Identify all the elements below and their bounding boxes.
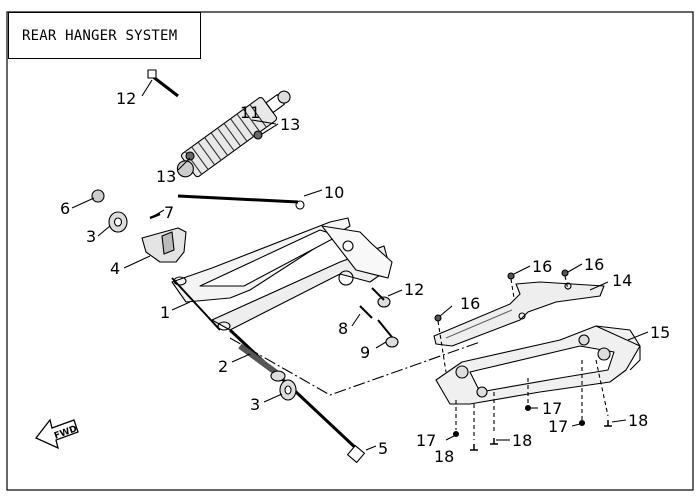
leader-16b: [513, 265, 531, 275]
leader-17c: [571, 423, 581, 427]
leader-7: [153, 209, 165, 217]
callout-1: 1: [160, 303, 170, 322]
leader-2: [231, 353, 251, 363]
leader-16c: [567, 263, 583, 273]
callout-2: 2: [218, 357, 228, 376]
leader-1: [171, 301, 191, 311]
callout-18-mid: 18: [512, 431, 532, 450]
leader-16a: [439, 305, 453, 317]
leader-5: [365, 445, 377, 451]
callout-13-left: 13: [156, 167, 176, 186]
callout-4: 4: [110, 259, 120, 278]
leader-12b: [387, 289, 403, 297]
shock-absorber: [176, 90, 291, 178]
rivet-17-c: [578, 419, 586, 427]
outer-border: [6, 11, 694, 491]
leader-8: [351, 313, 361, 327]
bolt-5-head: [346, 444, 366, 464]
leader-17a: [445, 435, 455, 441]
nut-13-left: [185, 151, 195, 161]
leader-18c: [611, 419, 627, 423]
swing-arm: [171, 217, 393, 331]
leader-6: [71, 197, 95, 209]
callout-18-left: 18: [434, 447, 454, 466]
screw-18-c: [604, 420, 612, 427]
callout-8: 8: [338, 319, 348, 338]
callout-6: 6: [60, 199, 70, 218]
bolt-8: [359, 305, 373, 319]
rod-10: [177, 194, 299, 204]
callout-17-right: 17: [548, 417, 568, 436]
callout-16-left: 16: [460, 294, 480, 313]
leader-12a: [141, 79, 153, 97]
leader-11: [251, 119, 277, 125]
bolt-12-top: [151, 74, 179, 98]
leader-9: [375, 341, 387, 349]
callout-3-lower: 3: [250, 395, 260, 414]
nut-13-right: [253, 130, 263, 140]
callout-16-right: 16: [584, 255, 604, 274]
bracket-14: [433, 281, 605, 347]
callout-11: 11: [240, 103, 260, 122]
nut-6: [91, 189, 105, 203]
callout-14: 14: [612, 271, 632, 290]
bolt-12-head: [147, 69, 157, 79]
diagram-title: REAR HANGER SYSTEM: [22, 27, 178, 44]
bolt-16-b: [507, 272, 515, 280]
guard-plate-15: [435, 325, 641, 405]
leader-3a: [97, 225, 111, 237]
bolt-16-c: [561, 269, 569, 277]
callout-17-mid: 17: [542, 399, 562, 418]
callout-12-top: 12: [116, 89, 136, 108]
rod-end: [295, 200, 305, 210]
callout-15: 15: [650, 323, 670, 342]
callout-10: 10: [324, 183, 344, 202]
leader-13b: [261, 123, 279, 135]
callout-13-right: 13: [280, 115, 300, 134]
leader-3b: [263, 393, 283, 403]
bushing-2: [238, 343, 280, 377]
assembly-line: [229, 337, 481, 396]
leader-14: [589, 281, 609, 291]
callout-17-left: 17: [416, 431, 436, 450]
leader-4: [123, 255, 151, 269]
callout-5: 5: [378, 439, 388, 458]
leader-10: [303, 189, 323, 197]
leader-13a: [177, 157, 191, 171]
callout-3-upper: 3: [86, 227, 96, 246]
callout-18-right: 18: [628, 411, 648, 430]
callout-9: 9: [360, 343, 370, 362]
rivet-17-b: [524, 404, 532, 412]
callout-12-right: 12: [404, 280, 424, 299]
callout-7: 7: [164, 203, 174, 222]
callout-16-mid: 16: [532, 257, 552, 276]
nut-12-right: [377, 296, 391, 308]
screw-18-b: [490, 438, 498, 445]
rivet-17-a: [452, 430, 460, 438]
fwd-arrow-icon: FWD: [34, 418, 79, 450]
leader-15: [627, 331, 649, 341]
screw-18-a: [470, 444, 478, 451]
